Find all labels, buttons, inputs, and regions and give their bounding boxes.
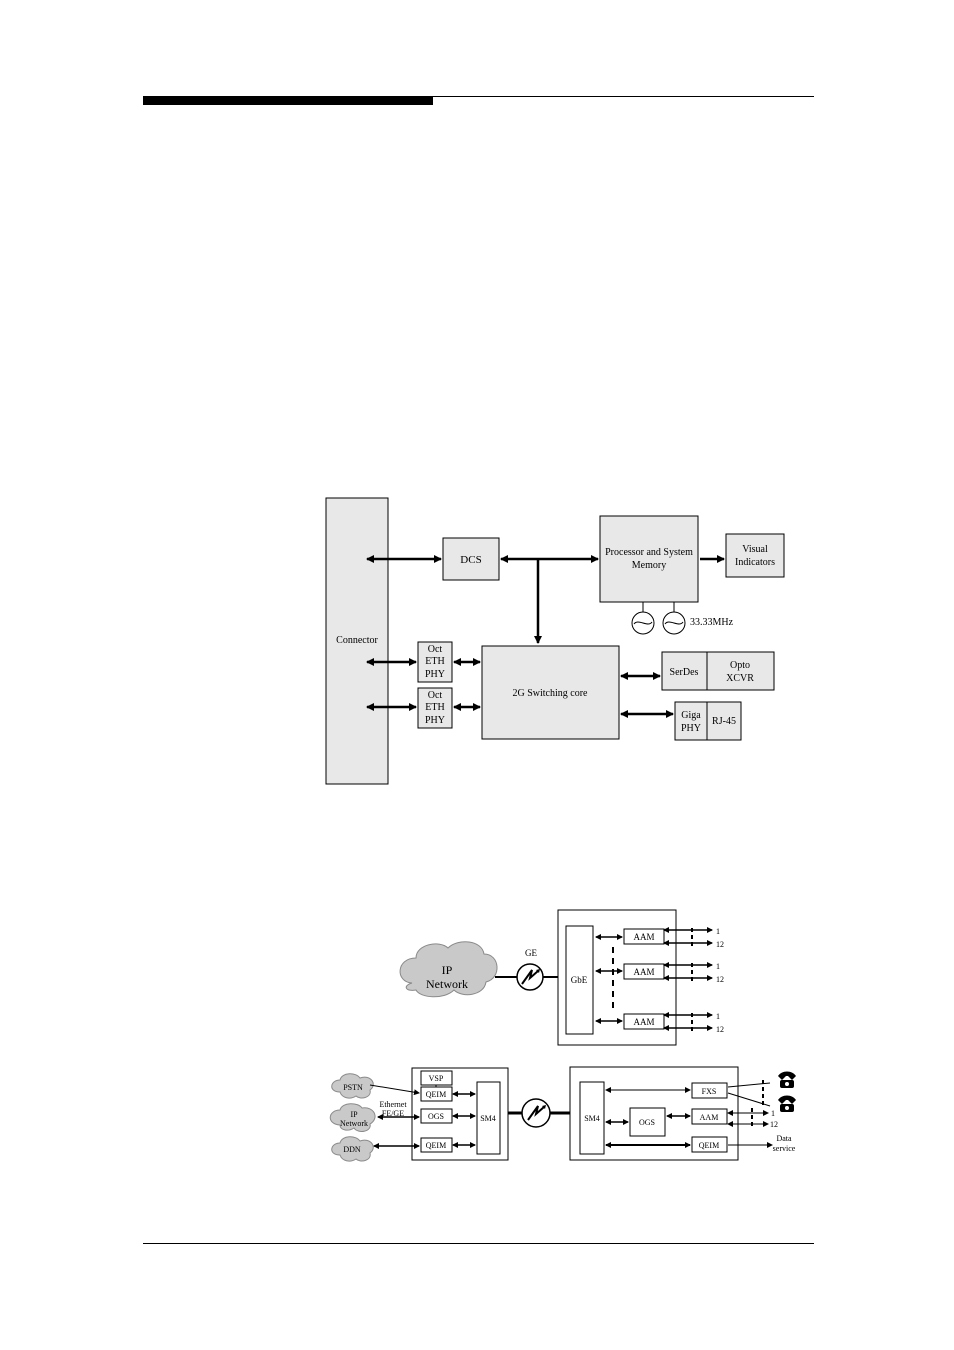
opto-xcvr-block xyxy=(707,652,774,690)
dcs-label: DCS xyxy=(460,554,481,566)
data-service-label: service xyxy=(773,1144,796,1153)
optical-link-icon xyxy=(522,1099,550,1127)
ethernet-label: Ethernet xyxy=(379,1100,407,1109)
giga-label: PHY xyxy=(681,723,701,734)
ddn-label: DDN xyxy=(343,1145,361,1154)
opto-label: XCVR xyxy=(726,673,754,684)
visual-label-line2: Indicators xyxy=(735,557,775,568)
oscillator-icon xyxy=(663,612,685,634)
oct-phy-label: Oct xyxy=(428,690,443,701)
sm4-transport-diagram: PSTN IP Network DDN Ethernet FE/GE VSP Q… xyxy=(330,1067,796,1161)
port-label: 1 xyxy=(716,927,720,936)
ip-network-label: Network xyxy=(426,977,468,991)
port-label: 12 xyxy=(770,1120,778,1129)
visual-indicators-block xyxy=(726,534,784,577)
port-label: 12 xyxy=(716,940,724,949)
oct-phy-label: ETH xyxy=(425,656,444,667)
aam-label: AAM xyxy=(700,1113,719,1122)
gbe-network-diagram: IP Network GE GbE AAM AAM AAM xyxy=(400,910,724,1045)
telephone-icon xyxy=(778,1072,796,1089)
port-label: 1 xyxy=(716,962,720,971)
switching-core-label: 2G Switching core xyxy=(513,688,589,699)
ogs-label: OGS xyxy=(639,1118,655,1127)
port-label: 12 xyxy=(716,1025,724,1034)
block-diagram: Connector DCS Processor and System Memor… xyxy=(326,498,784,784)
ogs-label: OGS xyxy=(428,1112,444,1121)
visual-label-line1: Visual xyxy=(742,544,768,555)
data-service-label: Data xyxy=(776,1134,792,1143)
aam-label: AAM xyxy=(633,967,654,977)
processor-label-line2: Memory xyxy=(632,560,666,571)
oct-phy-label: PHY xyxy=(425,669,445,680)
aam-label: AAM xyxy=(633,932,654,942)
rj45-label: RJ-45 xyxy=(712,716,736,727)
ip-network-label: Network xyxy=(340,1119,368,1128)
clock-frequency: 33.33MHz xyxy=(690,617,734,628)
giga-label: Giga xyxy=(681,710,701,721)
vsp-label: VSP xyxy=(429,1074,444,1083)
sm4-label: SM4 xyxy=(480,1114,496,1123)
oct-phy-label: PHY xyxy=(425,715,445,726)
port-label: 1 xyxy=(771,1109,775,1118)
processor-block xyxy=(600,516,698,602)
optical-link-icon xyxy=(517,964,543,990)
opto-label: Opto xyxy=(730,660,750,671)
telephone-icon xyxy=(778,1096,796,1113)
port-label: 12 xyxy=(716,975,724,984)
qeim-label: QEIM xyxy=(699,1141,719,1150)
gbe-label: GbE xyxy=(571,975,588,985)
qeim-label: QEIM xyxy=(426,1090,446,1099)
port-label: 1 xyxy=(716,1012,720,1021)
oct-phy-label: ETH xyxy=(425,702,444,713)
giga-phy-block xyxy=(675,702,707,740)
aam-label: AAM xyxy=(633,1017,654,1027)
oct-phy-label: Oct xyxy=(428,644,443,655)
fxs-label: FXS xyxy=(702,1087,717,1096)
ge-label: GE xyxy=(525,948,537,958)
qeim-label: QEIM xyxy=(426,1141,446,1150)
sm4-label: SM4 xyxy=(584,1114,600,1123)
connector-label: Connector xyxy=(336,635,378,646)
serdes-label: SerDes xyxy=(670,667,699,678)
ip-network-label: IP xyxy=(442,963,453,977)
ip-network-label: IP xyxy=(350,1110,358,1119)
processor-label-line1: Processor and System xyxy=(605,547,693,558)
pstn-label: PSTN xyxy=(343,1083,363,1092)
oscillator-icon xyxy=(632,612,654,634)
